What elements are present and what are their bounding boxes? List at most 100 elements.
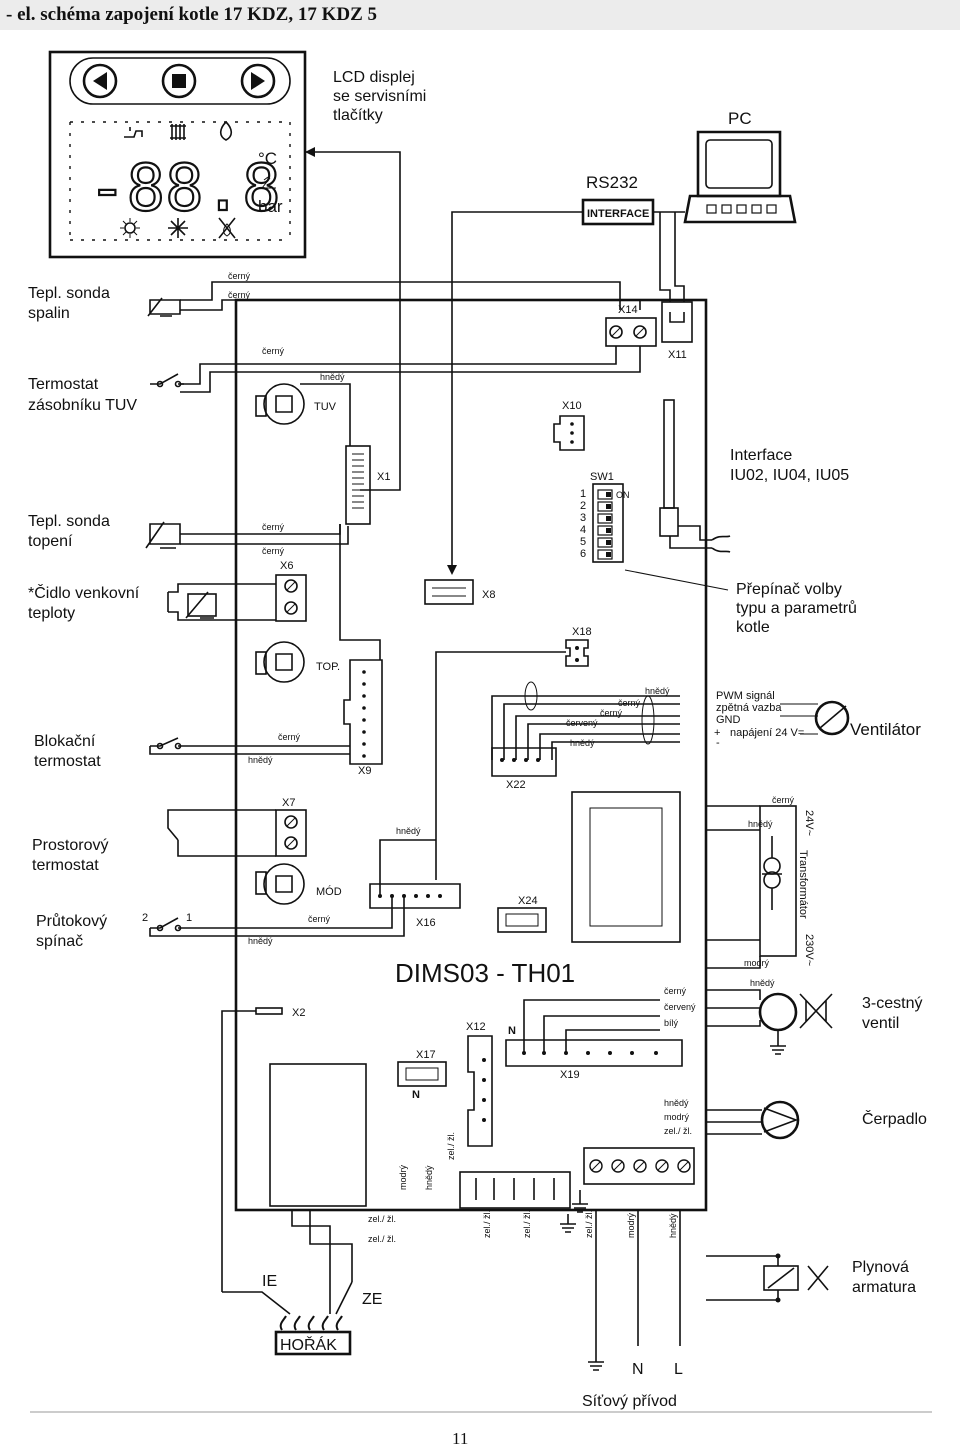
fan-icon <box>814 700 850 736</box>
interface-connector <box>659 399 731 553</box>
pc-screen <box>705 139 773 189</box>
wire-label: zel./ žl. <box>368 1214 396 1224</box>
sw1-dip-switch[interactable]: SW1 1 2 3 4 5 6 ON <box>580 471 630 563</box>
tuv-thermostat: Termostat zásobníku TUV <box>28 373 184 414</box>
snowflake-icon <box>168 218 188 238</box>
service-buttons <box>69 57 291 105</box>
flue-sensor-label-1: Tepl. sonda <box>28 285 110 302</box>
wire-label: zel./ žl. <box>482 1210 492 1238</box>
x10-connector: X10 <box>553 400 585 451</box>
wire-label: modrý <box>664 1112 690 1122</box>
connector-x10: X10 <box>562 400 582 412</box>
x6-connector: X6 <box>275 560 307 622</box>
mod-label: MÓD <box>316 885 342 898</box>
tuv-label-2: zásobníku TUV <box>28 397 137 414</box>
flow-switch-label-1: Průtokový <box>36 912 107 930</box>
tuv-potentiometer: hnědý TUV <box>255 372 351 446</box>
lcd-label-line2: se servisními <box>333 88 426 105</box>
pwm-label: PWM signál <box>716 690 775 702</box>
board-name: DIMS03 - TH01 <box>395 958 575 988</box>
valve-label-2: ventil <box>862 1015 899 1032</box>
mains-label: Síťový přívod <box>582 1393 677 1410</box>
wire-label: modrý <box>744 958 770 968</box>
page-title: - el. schéma zapojení kotle 17 KDZ, 17 K… <box>6 4 378 25</box>
valve-label-1: 3-cestný <box>862 995 922 1012</box>
wire-label: hnědý <box>664 1098 689 1108</box>
pc-keyboard <box>683 194 797 224</box>
connector-x2: X2 <box>292 1007 305 1019</box>
wire-label: hnědý <box>424 1165 434 1190</box>
gnd-label: GND <box>716 714 741 726</box>
outdoor-sensor-label-1: *Čidlo venkovní <box>28 583 140 602</box>
feedback-label: zpětná vazba <box>716 702 782 714</box>
connector-x19: X19 <box>560 1069 580 1081</box>
top-potentiometer: TOP. <box>255 641 340 683</box>
burner-label: HOŘÁK <box>280 1335 337 1354</box>
burner: IE ZE HOŘÁK <box>222 1273 382 1356</box>
supply-label: napájení 24 V= <box>730 727 804 739</box>
x9-connector: X9 <box>339 524 383 777</box>
pc-label: PC <box>728 109 752 128</box>
fan-label: Ventilátor <box>850 720 921 739</box>
connector-x12: X12 <box>466 1021 486 1033</box>
prev-button[interactable] <box>82 63 118 99</box>
button-bar <box>69 57 291 105</box>
lcd-frame <box>48 50 307 259</box>
room-thermostat-label-2: termostat <box>32 857 99 874</box>
x22-connector: X22 hnědý černý černý červený hnědý <box>491 681 680 791</box>
tuv-label: TUV <box>314 401 337 413</box>
burner-box <box>274 1330 352 1356</box>
connector-x22: X22 <box>506 779 526 791</box>
connector-x18: X18 <box>572 626 592 638</box>
x14-connector: X14 černý <box>180 304 657 393</box>
fan-signals: PWM signál zpětná vazba GND + - napájení… <box>714 690 921 749</box>
blocking-label-2: termostat <box>34 753 101 770</box>
arrow-left-icon <box>93 72 107 90</box>
burner-fault-icon <box>218 217 236 239</box>
x1-connector: X1 <box>345 445 390 525</box>
sw-number: 2 <box>580 500 586 512</box>
blocking-label-1: Blokační <box>34 733 96 750</box>
wire-label: hnědý <box>645 686 670 696</box>
ze-label: ZE <box>362 1291 382 1308</box>
tuv-label-1: Termostat <box>28 376 99 393</box>
flow-switch-label-2: spínač <box>36 933 83 950</box>
connector-x11: X11 <box>668 349 687 361</box>
stop-button[interactable] <box>161 63 197 99</box>
next-button[interactable] <box>240 63 276 99</box>
x19-connector: N X19 <box>505 999 683 1081</box>
wire-label: černý <box>228 271 251 281</box>
pump: hnědý modrý zel./ žl. Čerpadlo <box>664 1098 927 1140</box>
sw1-label: SW1 <box>590 471 614 483</box>
unit-bar: bar <box>258 197 283 216</box>
x2-connector: X2 <box>221 1007 305 1292</box>
live-label: L <box>674 1361 683 1378</box>
connector-x1: X1 <box>377 471 390 483</box>
wire-label: černý <box>618 698 641 708</box>
connector-x6: X6 <box>280 560 293 572</box>
rs232-interface-label: INTERFACE <box>587 208 649 220</box>
room-thermostat: Prostorový termostat <box>32 809 276 874</box>
outdoor-sensor-label-2: teploty <box>28 605 75 622</box>
connector-x8: X8 <box>482 589 495 601</box>
top-label: TOP. <box>316 661 340 673</box>
mains-supply: N L Síťový přívod <box>582 1346 683 1410</box>
pump-label: Čerpadlo <box>862 1109 927 1128</box>
wire-label: červený <box>664 1002 696 1012</box>
rs232-label: RS232 <box>586 173 638 192</box>
ie-label: IE <box>262 1273 277 1290</box>
selector-label-3: kotle <box>736 619 770 636</box>
heating-sensor-label-1: Tepl. sonda <box>28 513 110 530</box>
transformer-module <box>571 791 681 943</box>
x17-connector: X17 N modrý hnědý <box>397 1049 447 1190</box>
sw-on-label: ON <box>616 490 630 500</box>
wire-label: černý <box>262 546 285 556</box>
switch-icon <box>167 818 179 848</box>
minus-label: - <box>716 737 720 749</box>
relay-block <box>269 1063 367 1207</box>
wire-label: hnědý <box>748 819 773 829</box>
wire-label: bílý <box>664 1018 679 1028</box>
wire-label: černý <box>308 914 331 924</box>
flow-switch: Průtokový spínač 2 1 černý hnědý <box>36 896 405 950</box>
